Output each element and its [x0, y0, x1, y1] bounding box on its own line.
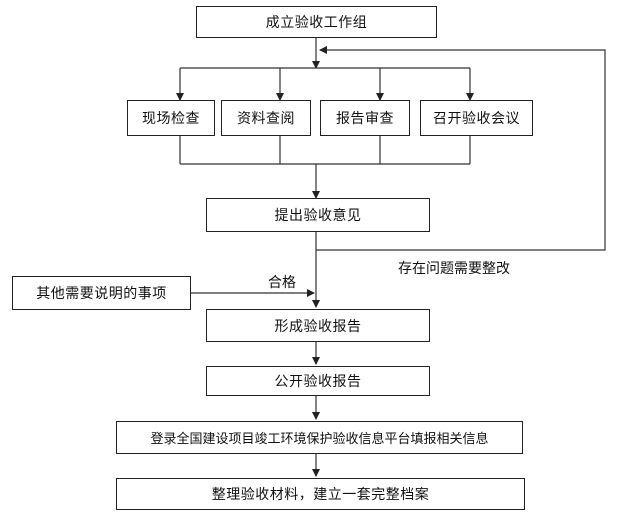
node-form-working-group: 成立验收工作组	[196, 6, 437, 38]
label-rectification-needed: 存在问题需要整改	[398, 261, 510, 277]
node-organize-materials: 整理验收材料，建立一套完整档案	[116, 478, 525, 510]
node-document-review: 资料查阅	[221, 100, 311, 136]
node-register-platform: 登录全国建设项目竣工环境保护验收信息平台填报相关信息	[116, 421, 523, 454]
node-publish-report: 公开验收报告	[206, 366, 430, 396]
label-pass: 合格	[268, 275, 296, 291]
node-convene-meeting: 召开验收会议	[420, 100, 533, 136]
node-propose-opinion: 提出验收意见	[206, 198, 430, 232]
node-form-report: 形成验收报告	[206, 309, 430, 342]
node-site-inspection: 现场检查	[127, 100, 215, 136]
feedback-loop-arrow	[316, 46, 606, 251]
node-report-review: 报告审查	[320, 100, 410, 136]
node-other-notes: 其他需要说明的事项	[12, 276, 191, 310]
